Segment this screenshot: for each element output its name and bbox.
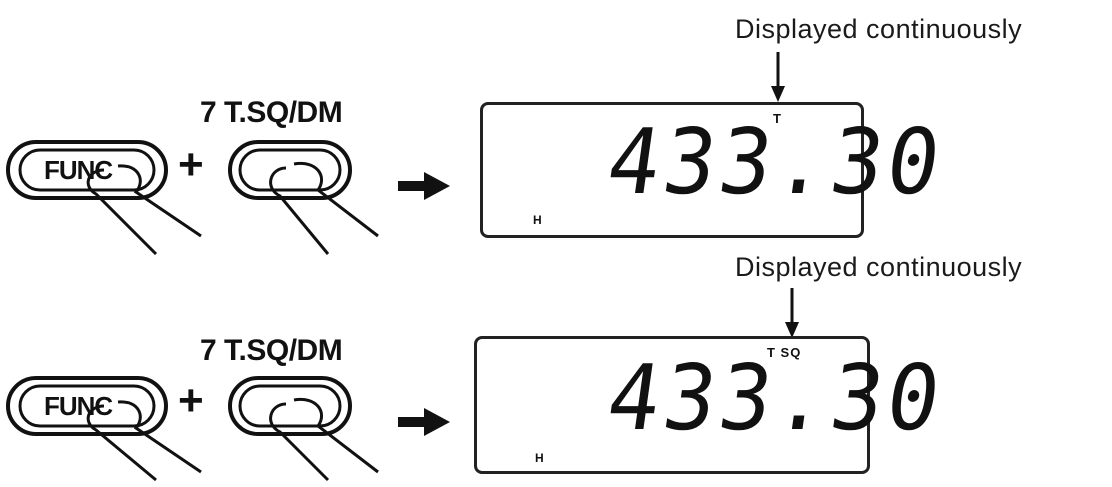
key-label-tsq-dm: 7 T.SQ/DM <box>200 334 342 368</box>
lcd-frequency: 433.30 <box>601 110 950 215</box>
step-2: Displayed continuously 7 T.SQ/DM FUNC + … <box>0 240 1112 470</box>
key-label-tsq-dm: 7 T.SQ/DM <box>200 96 342 130</box>
lcd-h-indicator: H <box>533 213 542 227</box>
arrow-right-icon <box>398 172 450 200</box>
func-button[interactable]: FUNC <box>6 372 206 482</box>
caption-displayed-continuously: Displayed continuously <box>735 252 1022 283</box>
tsq-dm-button-shape <box>228 372 388 482</box>
plus-sign: + <box>178 140 204 190</box>
func-button-shape <box>6 136 206 256</box>
arrow-down-icon <box>782 288 802 340</box>
lcd-frequency: 433.30 <box>601 346 950 451</box>
func-button[interactable]: FUNC <box>6 136 206 256</box>
tsq-dm-button-shape <box>228 136 388 256</box>
lcd-display: T SQ 433.30 H <box>474 336 870 474</box>
tsq-dm-button[interactable] <box>228 136 388 256</box>
step-1: Displayed continuously 7 T.SQ/DM FUNC + … <box>0 0 1112 240</box>
func-button-shape <box>6 372 206 482</box>
lcd-display: T 433.30 H <box>480 102 864 238</box>
lcd-h-indicator: H <box>535 451 544 465</box>
tsq-dm-button[interactable] <box>228 372 388 482</box>
arrow-down-icon <box>768 52 788 104</box>
func-button-label: FUNC <box>44 391 112 422</box>
arrow-right-icon <box>398 408 450 436</box>
caption-displayed-continuously: Displayed continuously <box>735 14 1022 45</box>
plus-sign: + <box>178 376 204 426</box>
func-button-label: FUNC <box>44 155 112 186</box>
